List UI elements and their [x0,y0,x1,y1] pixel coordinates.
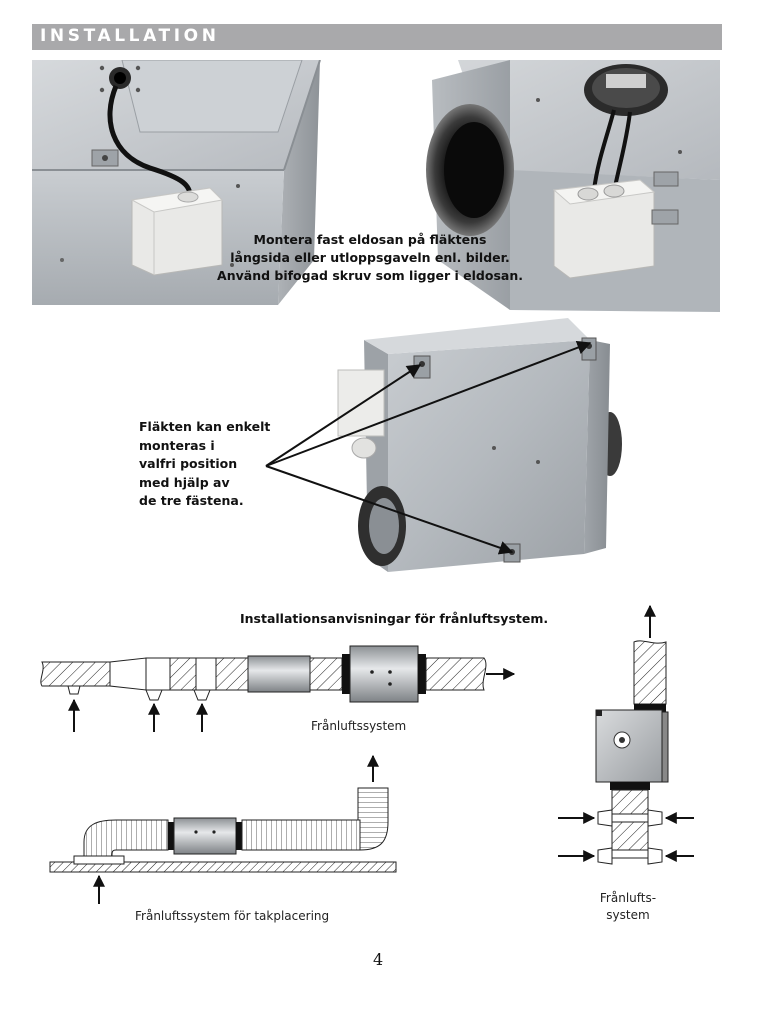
label-exhaust-system: Frånluftssystem [311,719,407,733]
label-line: system [606,908,650,922]
callout-line: monteras i [139,437,215,453]
section-header: INSTALLATION [32,24,722,50]
photo-fan-mounting-brackets [328,318,628,590]
diagram-exhaust-system [40,645,516,732]
mounting-callout: Fläkten kan enkelt monteras i valfri pos… [139,418,299,511]
diagram-ceiling-system [49,754,397,904]
section-title: INSTALLATION [40,26,220,46]
caption-line: Montera fast eldosan på fläktens [253,232,487,247]
label-line: Frånlufts- [599,891,657,905]
page-number: 4 [373,950,384,969]
label-ceiling-system: Frånluftssystem för takplacering [135,909,330,923]
caption-line: långsida eller utloppsgaveln enl. bilder… [230,250,510,265]
callout-line: Fläkten kan enkelt [139,419,271,434]
caption-line: Använd bifogad skruv som ligger i eldosa… [217,268,523,283]
photo-fan-side-junction-box [32,60,322,305]
callout-line: med hjälp av [139,474,230,490]
callout-line: valfri position [139,456,238,471]
photo-fan-outlet-junction-box [418,60,720,312]
label-vertical-system: Frånlufts- system [580,890,676,924]
callout-line: de tre fästena. [139,493,244,508]
installation-heading: Installationsanvisningar för frånluftsys… [240,611,549,626]
junction-box-caption: Montera fast eldosan på fläktens långsid… [200,231,540,285]
diagram-vertical-exhaust-system [558,604,694,865]
